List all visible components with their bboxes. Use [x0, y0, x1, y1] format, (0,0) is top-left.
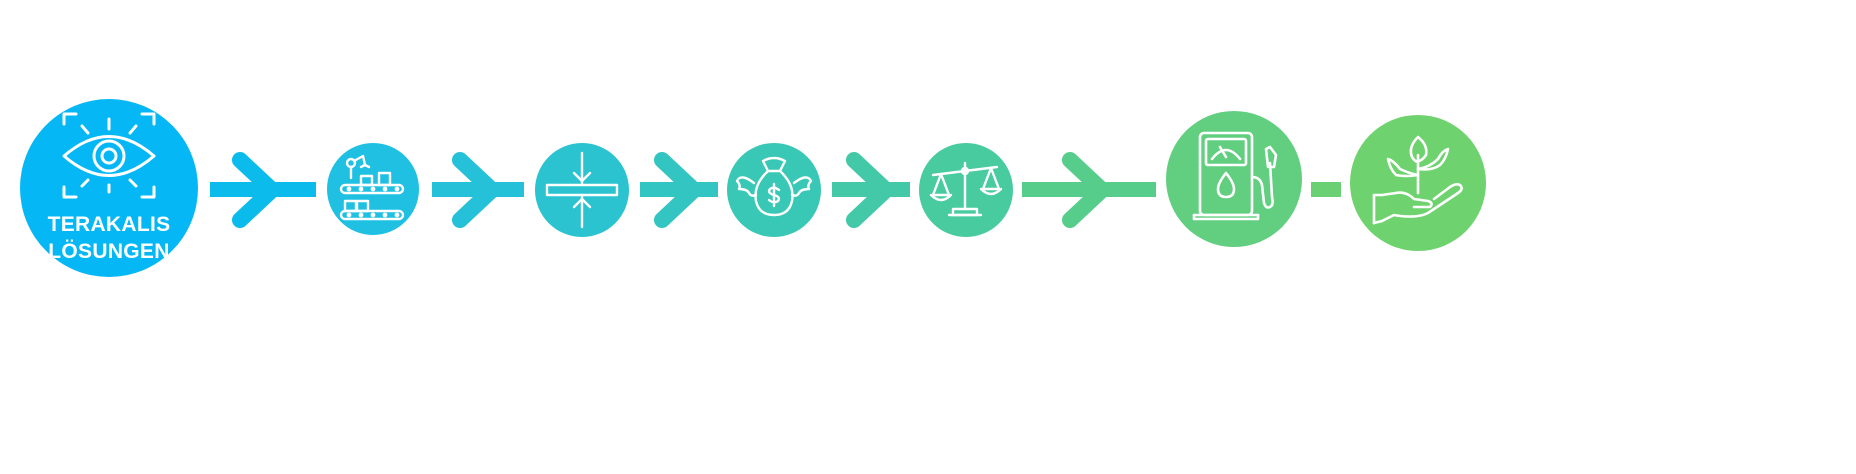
eye-scan-icon	[62, 112, 156, 199]
flow-connector-3	[640, 152, 718, 228]
step-node-3	[727, 143, 821, 237]
balance-scale-icon	[929, 161, 1003, 217]
fuel-pump-icon	[1192, 131, 1278, 221]
flow-connector-2	[432, 152, 524, 228]
brand-name-line1: TERAKALIS	[47, 213, 171, 236]
flow-connector-6	[1311, 182, 1341, 197]
flow-connector-1	[210, 152, 316, 228]
step-node-5	[1166, 111, 1302, 247]
plant-in-hand-icon	[1372, 135, 1463, 225]
step-node-4	[919, 143, 1013, 237]
step-node-2	[535, 143, 629, 237]
flow-connector-5	[1022, 152, 1156, 228]
conveyor-robot-arm-icon	[339, 154, 405, 221]
step-node-1	[327, 143, 419, 235]
brand-name-line2: LÖSUNGEN	[48, 240, 170, 263]
flow-connector-4	[832, 152, 910, 228]
compress-arrows-icon	[545, 151, 619, 229]
brand-node: TERAKALIS LÖSUNGEN	[20, 99, 198, 277]
step-node-6	[1350, 115, 1486, 251]
winged-money-bag-icon	[735, 156, 813, 217]
